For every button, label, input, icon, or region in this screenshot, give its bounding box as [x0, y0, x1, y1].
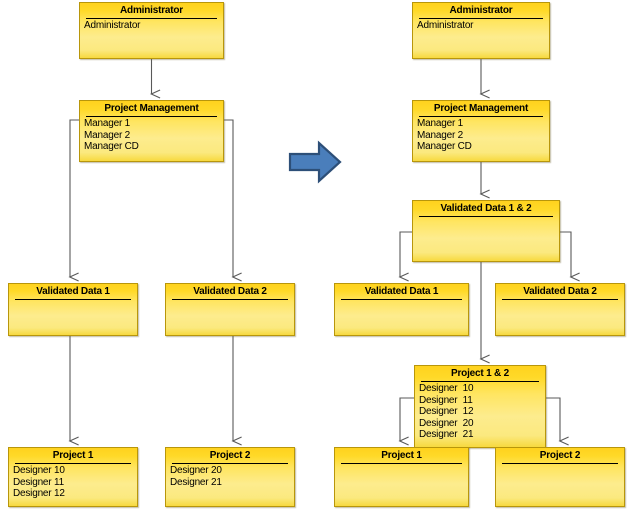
node-attribute: Designer 11 [419, 394, 473, 406]
transform-arrow [288, 140, 342, 184]
node-title: Validated Data 2 [193, 286, 267, 297]
node-title: Project 1 [52, 450, 94, 461]
node-title: Administrator [449, 5, 513, 16]
node-r-validated-data-1[interactable]: Validated Data 1 [334, 283, 469, 336]
node-divider [172, 299, 288, 300]
node-attribute: Manager CD [84, 141, 139, 152]
node-attribute: Designer 20 [170, 465, 222, 476]
node-attribute-list [413, 217, 559, 220]
node-attribute: Manager 2 [84, 129, 131, 141]
node-attribute-list [335, 464, 468, 467]
node-divider [341, 299, 462, 300]
edge-p12-to-p1 [400, 397, 414, 441]
node-title: Administrator [120, 5, 183, 16]
node-divider [419, 116, 543, 117]
node-divider [86, 18, 217, 19]
node-attribute: Designer 12 [13, 488, 65, 499]
node-r-validated-data-12[interactable]: Validated Data 1 & 2 [412, 200, 560, 262]
node-title: Project Management [104, 103, 199, 114]
node-attribute: Designer 21 [170, 476, 222, 488]
node-title: Validated Data 1 [364, 286, 439, 297]
node-divider [172, 463, 288, 464]
node-attribute-list: Administrator [413, 19, 549, 34]
node-attribute: Manager 1 [84, 118, 131, 129]
node-attribute: Manager 1 [417, 118, 464, 129]
node-attribute: Manager 2 [417, 129, 464, 141]
node-attribute-list [496, 300, 624, 303]
node-title: Validated Data 1 [36, 286, 110, 297]
node-l-validated-data-1[interactable]: Validated Data 1 [8, 283, 138, 336]
node-attribute: Designer 20 [419, 417, 474, 429]
node-divider [419, 216, 553, 217]
node-divider [421, 381, 539, 382]
node-attribute-list [166, 300, 294, 303]
node-attribute-list [496, 464, 624, 467]
node-r-project-2[interactable]: Project 2 [495, 447, 625, 507]
node-title: Project Management [433, 103, 529, 114]
node-title: Project 1 [381, 450, 422, 461]
node-title: Validated Data 1 & 2 [440, 203, 532, 214]
node-title: Project 2 [209, 450, 251, 461]
node-attribute: Administrator [417, 20, 474, 31]
node-r-validated-data-2[interactable]: Validated Data 2 [495, 283, 625, 336]
node-divider [15, 463, 131, 464]
node-attribute: Administrator [84, 20, 141, 31]
node-attribute: Designer 10 [13, 465, 65, 476]
node-divider [341, 463, 462, 464]
node-title: Validated Data 2 [523, 286, 597, 297]
node-attribute-list: Administrator [80, 19, 223, 34]
node-divider [15, 299, 131, 300]
node-divider [419, 18, 543, 19]
edge-pm-to-vd2 [224, 119, 233, 277]
node-attribute: Manager CD [417, 141, 472, 152]
edge-vd12-to-vd2 [560, 231, 571, 277]
edge-vd12-to-vd1 [400, 231, 412, 277]
node-divider [502, 299, 618, 300]
node-attribute: Designer 10 [419, 383, 474, 394]
node-divider [86, 116, 217, 117]
node-attribute: Designer 21 [419, 429, 474, 440]
node-attribute: Designer 12 [419, 406, 474, 417]
node-divider [502, 463, 618, 464]
edge-p12-to-p2 [546, 397, 560, 441]
node-attribute-list [335, 300, 468, 303]
node-r-project-1[interactable]: Project 1 [334, 447, 469, 507]
edge-pm-to-vd1 [70, 119, 79, 277]
node-attribute-list [9, 300, 137, 303]
node-title: Project 2 [539, 450, 581, 461]
node-l-validated-data-2[interactable]: Validated Data 2 [165, 283, 295, 336]
node-title: Project 1 & 2 [451, 368, 509, 379]
node-attribute: Designer 11 [13, 476, 64, 488]
